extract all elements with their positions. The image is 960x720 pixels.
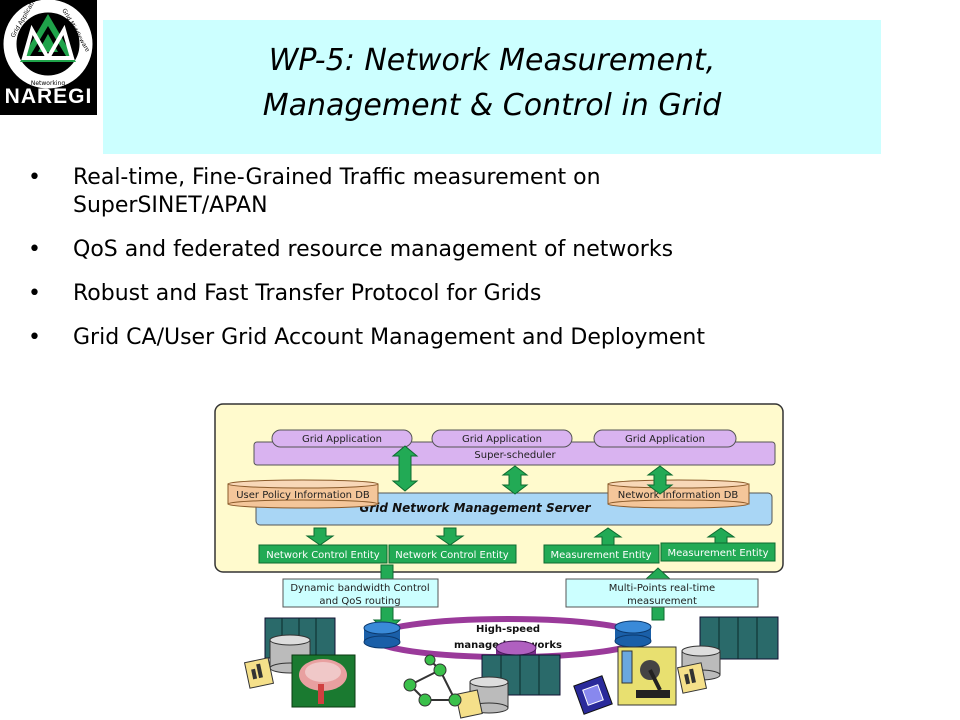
grid-application-label: Grid Application bbox=[462, 434, 542, 445]
multipoint-line-2: measurement bbox=[627, 596, 697, 607]
page-title: WP-5: Network Measurement, Management & … bbox=[103, 38, 881, 128]
dynamic-bandwidth-line-1: Dynamic bandwidth Control bbox=[290, 583, 429, 594]
naregi-logo: Grid Applications Grid Middleware Networ… bbox=[0, 0, 97, 115]
title-line-2: Management & Control in Grid bbox=[262, 88, 722, 123]
user-policy-db: User Policy Information DB bbox=[227, 479, 379, 509]
molecule-icon bbox=[403, 654, 462, 707]
network-control-entity bbox=[258, 544, 388, 564]
network-info-db: Network Information DB bbox=[607, 479, 750, 509]
router-icon bbox=[614, 620, 652, 648]
logo-emblem: Grid Applications Grid Middleware Networ… bbox=[3, 0, 93, 89]
document-chart-icon bbox=[455, 689, 483, 719]
document-chart-icon bbox=[243, 657, 275, 689]
double-arrow-icon bbox=[501, 465, 529, 495]
grid-application-pill bbox=[431, 429, 573, 448]
router-icon bbox=[363, 621, 401, 649]
network-control-entity bbox=[388, 544, 517, 564]
up-arrow-icon bbox=[593, 527, 623, 546]
grid-application-label: Grid Application bbox=[625, 434, 705, 445]
entity-label: Network Control Entity bbox=[266, 550, 380, 561]
bullet-item: Grid CA/User Grid Account Management and… bbox=[28, 324, 948, 352]
entity-label: Network Control Entity bbox=[395, 550, 509, 561]
entity-label: Measurement Entity bbox=[667, 548, 768, 559]
chip-icon bbox=[573, 675, 613, 715]
logo-ring-text-bottom: Networking bbox=[31, 80, 66, 87]
measurement-entity bbox=[660, 542, 776, 562]
bullet-text: Real-time, Fine-Grained Traffic measurem… bbox=[73, 165, 601, 190]
gnms-label: Grid Network Management Server bbox=[359, 501, 591, 515]
entity-label: Measurement Entity bbox=[550, 550, 651, 561]
dynamic-bandwidth-line-2: and QoS routing bbox=[319, 596, 400, 607]
down-arrow-icon bbox=[305, 527, 335, 546]
network-info-db-label: Network Information DB bbox=[618, 490, 739, 501]
document-chart-icon bbox=[676, 662, 708, 694]
bullet-list: Real-time, Fine-Grained Traffic measurem… bbox=[28, 164, 948, 368]
title-box: WP-5: Network Measurement, Management & … bbox=[103, 20, 881, 154]
dynamic-bandwidth-box bbox=[282, 578, 439, 608]
network-label-line-1: High-speed bbox=[476, 624, 540, 635]
bullet-item: Robust and Fast Transfer Protocol for Gr… bbox=[28, 280, 948, 308]
user-policy-db-label: User Policy Information DB bbox=[236, 490, 370, 501]
brain-scan-icon bbox=[291, 654, 356, 708]
bullet-text-continued: SuperSINET/APAN bbox=[73, 193, 268, 218]
bullet-item: QoS and federated resource management of… bbox=[28, 236, 948, 264]
measurement-entity bbox=[543, 544, 660, 564]
grid-application-label: Grid Application bbox=[302, 434, 382, 445]
grid-application-pill bbox=[593, 429, 737, 448]
down-arrow-icon bbox=[435, 527, 465, 546]
multipoint-measurement-box bbox=[565, 578, 759, 608]
double-arrow-icon bbox=[646, 465, 674, 495]
bullet-text: QoS and federated resource management of… bbox=[73, 237, 674, 262]
grid-application-pill bbox=[271, 429, 413, 448]
multipoint-line-1: Multi-Points real-time bbox=[609, 583, 715, 594]
bullet-text: Robust and Fast Transfer Protocol for Gr… bbox=[73, 281, 542, 306]
bullet-text: Grid CA/User Grid Account Management and… bbox=[73, 325, 705, 350]
double-arrow-icon bbox=[391, 445, 419, 492]
logo-name: NAREGI bbox=[4, 85, 93, 108]
title-line-1: WP-5: Network Measurement, bbox=[268, 43, 716, 78]
microscope-icon bbox=[617, 646, 677, 706]
bullet-item: Real-time, Fine-Grained Traffic measurem… bbox=[28, 164, 948, 220]
super-scheduler-label: Super-scheduler bbox=[474, 450, 556, 461]
